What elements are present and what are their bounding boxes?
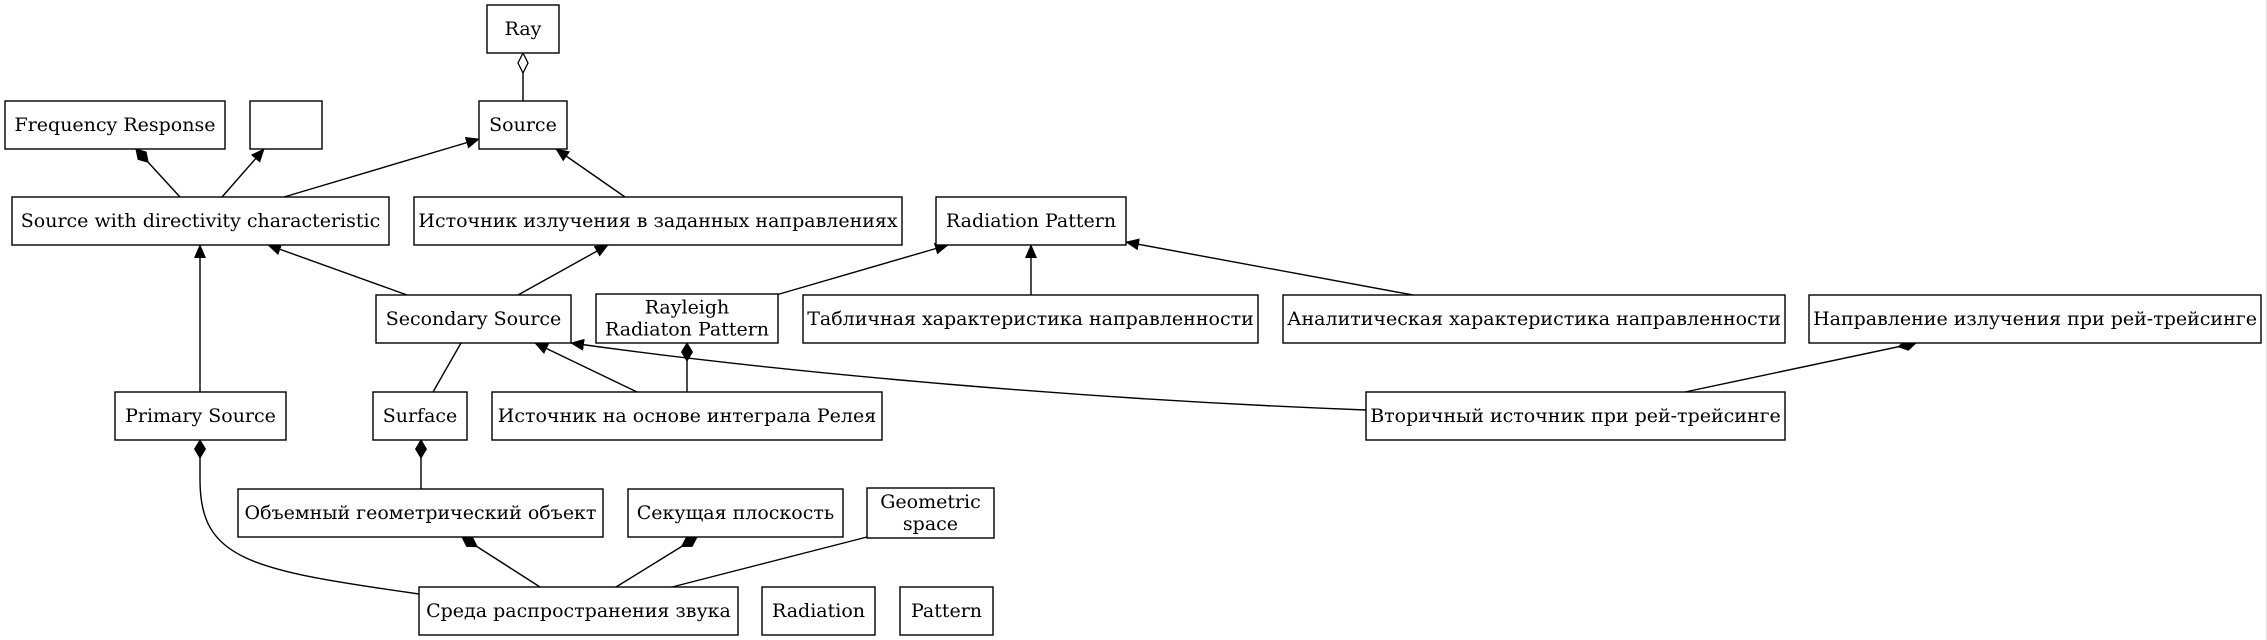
class-box[interactable] — [237, 488, 604, 538]
class-ray[interactable]: Ray — [486, 4, 560, 54]
edge-rayleigh-pattern-radiation-pattern — [775, 242, 949, 296]
class-box[interactable] — [413, 196, 903, 246]
class-source-directions[interactable]: Источник излучения в заданных направлени… — [413, 196, 903, 246]
class-label: Среда распространения звука — [426, 600, 731, 622]
edge-medium-volume — [461, 536, 541, 588]
class-label: Вторичный источник при рей-трейсинге — [1370, 405, 1781, 427]
class-label: Объемный геометрический объект — [245, 502, 597, 524]
class-label: Секущая плоскость — [637, 502, 834, 524]
edge-directivity-empty — [221, 148, 265, 198]
class-box[interactable] — [899, 586, 994, 636]
class-rayleigh-source[interactable]: Источник на основе интеграла Релея — [491, 391, 883, 441]
class-analytic-directivity[interactable]: Аналитическая характеристика направленно… — [1282, 294, 1786, 344]
class-box[interactable] — [595, 293, 779, 344]
class-box[interactable] — [761, 586, 876, 636]
class-label: Аналитическая характеристика направленно… — [1287, 308, 1781, 330]
class-pattern[interactable]: Pattern — [899, 586, 994, 636]
edge-medium-cutting-plane — [615, 536, 698, 588]
class-empty[interactable] — [249, 100, 323, 150]
class-box[interactable] — [372, 391, 468, 441]
class-box[interactable] — [1282, 294, 1786, 344]
class-tabular-directivity[interactable]: Табличная характеристика направленности — [802, 294, 1259, 344]
class-label: Направление излучения при рей-трейсинге — [1813, 308, 2257, 330]
class-box[interactable] — [418, 586, 739, 636]
class-secondary-source[interactable]: Secondary Source — [375, 294, 572, 344]
class-label: Табличная характеристика направленности — [807, 308, 1254, 330]
class-label: Radiation Pattern — [946, 210, 1116, 232]
class-label: Geometric — [880, 491, 981, 513]
class-surface[interactable]: Surface — [372, 391, 468, 441]
edge-secondary-directions — [517, 244, 609, 296]
class-cutting-plane[interactable]: Секущая плоскость — [627, 488, 844, 538]
class-box[interactable] — [478, 100, 568, 150]
class-label: Ray — [505, 18, 542, 40]
class-primary-source[interactable]: Primary Source — [114, 391, 287, 441]
class-label: Radiaton Pattern — [605, 319, 769, 341]
class-radiation[interactable]: Radiation — [761, 586, 876, 636]
edge-raytracing-secondary-secondary — [570, 338, 1367, 411]
class-box[interactable] — [1808, 294, 2262, 344]
class-source[interactable]: Source — [478, 100, 568, 150]
class-volume-object[interactable]: Объемный геометрический объект — [237, 488, 604, 538]
class-raytracing-direction[interactable]: Направление излучения при рей-трейсинге — [1808, 294, 2262, 344]
class-label: space — [903, 513, 958, 535]
class-label: Secondary Source — [386, 308, 562, 330]
class-label: Surface — [383, 405, 458, 427]
class-box[interactable] — [627, 488, 844, 538]
class-label: Pattern — [911, 600, 982, 622]
class-raytracing-secondary[interactable]: Вторичный источник при рей-трейсинге — [1365, 391, 1786, 441]
class-propagation-medium[interactable]: Среда распространения звука — [418, 586, 739, 636]
class-frequency-response[interactable]: Frequency Response — [4, 100, 226, 150]
class-box[interactable] — [249, 100, 323, 150]
edge-directivity-frequency-response — [135, 148, 181, 198]
class-box[interactable] — [4, 100, 226, 150]
class-radiation-pattern[interactable]: Radiation Pattern — [935, 196, 1127, 246]
edge-medium-geometric-space — [671, 536, 868, 588]
edge-analytic-radiation-pattern — [1125, 238, 1414, 296]
class-label: Источник на основе интеграла Релея — [498, 405, 876, 427]
class-box[interactable] — [114, 391, 287, 441]
class-label: Источник излучения в заданных направлени… — [418, 210, 898, 232]
class-label: Source — [489, 114, 557, 136]
class-box[interactable] — [375, 294, 572, 344]
edge-raytracing-secondary-direction — [1684, 338, 1917, 393]
class-label: Rayleigh — [645, 297, 730, 319]
class-box[interactable] — [935, 196, 1127, 246]
class-box[interactable] — [1365, 391, 1786, 441]
class-box[interactable] — [866, 487, 995, 539]
class-label: Source with directivity characteristic — [21, 210, 381, 232]
edge-medium-primary — [194, 439, 420, 595]
class-label: Frequency Response — [15, 114, 216, 136]
edge-directions-source — [555, 148, 626, 198]
edge-rayleigh-source-secondary — [534, 342, 638, 393]
class-box[interactable] — [491, 391, 883, 441]
edge-surface-secondary — [432, 342, 462, 393]
class-box[interactable] — [486, 4, 560, 54]
class-source-directivity[interactable]: Source with directivity characteristic — [11, 196, 390, 246]
class-label: Radiation — [772, 600, 865, 622]
class-box[interactable] — [802, 294, 1259, 344]
class-box[interactable] — [11, 196, 390, 246]
edge-directivity-source — [283, 136, 480, 198]
edge-secondary-directivity — [267, 243, 408, 296]
class-label: Primary Source — [125, 405, 276, 427]
